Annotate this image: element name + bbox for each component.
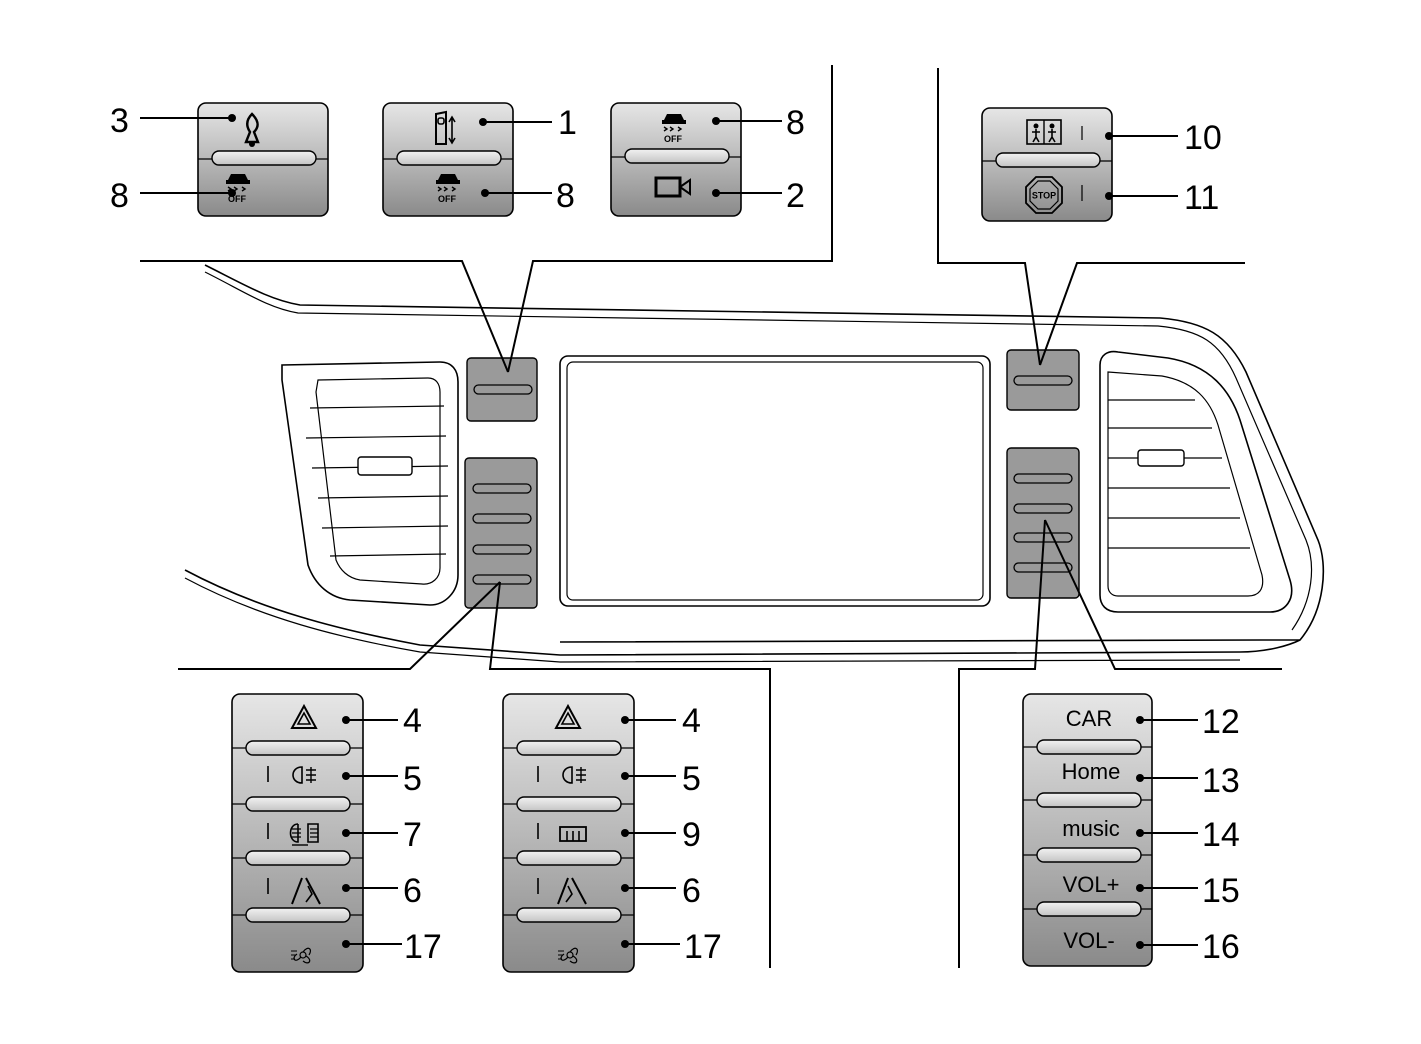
- callout-11: 11: [1184, 179, 1219, 217]
- dash-switch-top-left: [466, 357, 538, 422]
- child-lock-icon: [1026, 119, 1062, 145]
- svg-text:OFF: OFF: [664, 134, 682, 144]
- zoom-leader-lines: [140, 65, 1282, 968]
- callout-6: 6: [403, 872, 422, 910]
- callout-4: 4: [682, 702, 701, 740]
- switch-panel-b: OFF: [382, 102, 514, 217]
- callout-14: 14: [1202, 816, 1240, 854]
- fan-icon: [291, 947, 312, 964]
- switch-panel-c: OFF: [610, 102, 742, 217]
- svg-text:OFF: OFF: [228, 194, 246, 204]
- switch-strip-media: CAR Home music VOL+ VOL-: [1022, 693, 1153, 967]
- left-air-vent: [281, 361, 459, 606]
- right-air-vent: [1099, 350, 1293, 613]
- svg-text:STOP: STOP: [1032, 191, 1056, 201]
- lane-assist-icon: [537, 877, 587, 905]
- callout-5: 5: [403, 760, 422, 798]
- callout-9: 9: [682, 816, 701, 854]
- callout-8: 8: [556, 177, 575, 215]
- vol-down-key-label: VOL-: [1063, 928, 1114, 953]
- fan-icon: [558, 947, 579, 964]
- callout-6: 6: [682, 872, 701, 910]
- stop-sign-icon: STOP: [1025, 176, 1063, 214]
- hazard-icon: [290, 703, 318, 729]
- dash-switch-bottom-right: [1006, 447, 1080, 599]
- switch-panel-a: OFF: [197, 102, 329, 217]
- home-key-label: Home: [1062, 759, 1121, 784]
- center-display: [559, 355, 991, 607]
- front-fog-light-icon: [537, 766, 586, 784]
- callout-10: 10: [1184, 119, 1222, 157]
- camera-icon: [654, 176, 691, 198]
- traction-off-icon: OFF: [662, 114, 686, 144]
- svg-text:OFF: OFF: [438, 194, 456, 204]
- rear-defrost-icon: [537, 823, 587, 842]
- door-lock-icon: [435, 110, 456, 145]
- switch-panel-d: STOP: [981, 107, 1113, 222]
- callout-16: 16: [1202, 928, 1240, 966]
- car-key-label: CAR: [1066, 706, 1112, 731]
- dashboard-outline: [184, 264, 1325, 663]
- callout-7: 7: [403, 816, 422, 854]
- rear-fog-light-icon: [267, 823, 319, 846]
- callout-17: 17: [404, 928, 442, 966]
- callouts: 3 8 1 8 8 2 10 11 4 5 7 6 17 4 5 9: [110, 102, 1240, 966]
- hazard-icon: [554, 703, 582, 729]
- callout-8: 8: [110, 177, 129, 215]
- callout-1: 1: [558, 104, 577, 142]
- vol-up-key-label: VOL+: [1063, 872, 1120, 897]
- callout-3: 3: [110, 102, 129, 140]
- lane-assist-icon: [267, 877, 321, 905]
- switch-strip-left: [231, 693, 364, 973]
- switch-strip-middle: [502, 693, 635, 973]
- callout-15: 15: [1202, 872, 1240, 910]
- callout-8: 8: [786, 104, 805, 142]
- seat-heater-icon: [244, 112, 260, 147]
- dash-switch-top-right: [1006, 349, 1080, 411]
- callout-12: 12: [1202, 703, 1240, 741]
- callout-2: 2: [786, 177, 805, 215]
- callout-13: 13: [1202, 762, 1240, 800]
- music-key-label: music: [1062, 816, 1119, 841]
- traction-off-icon: OFF: [226, 174, 250, 204]
- traction-off-icon: OFF: [436, 174, 460, 204]
- callout-17: 17: [684, 928, 722, 966]
- front-fog-light-icon: [267, 766, 316, 784]
- callout-5: 5: [682, 760, 701, 798]
- dash-switch-bottom-left: [464, 457, 538, 609]
- callout-4: 4: [403, 702, 422, 740]
